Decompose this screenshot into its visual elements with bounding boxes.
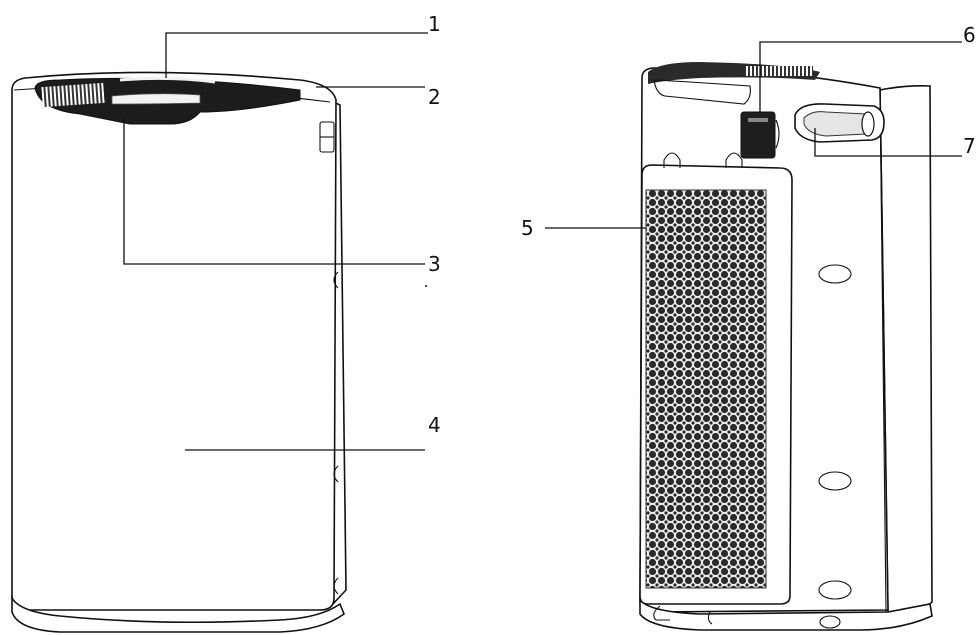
display-panel-icon (111, 93, 201, 105)
rear-base (639, 597, 933, 631)
rear-view-purifier (639, 62, 933, 631)
rear-foot-left (653, 605, 670, 621)
callout-label-3: 3 (428, 252, 441, 276)
handle-knob (861, 111, 875, 137)
callout-label-4: 4 (428, 413, 441, 437)
power-socket (740, 111, 776, 159)
front-main-body (11, 71, 337, 611)
callout-label-6: 6 (963, 23, 976, 47)
power-socket-bracket (775, 119, 780, 149)
callout-line-1 (165, 32, 428, 78)
rear-top-handle (653, 79, 751, 105)
filter-tab-left (663, 152, 681, 168)
rear-top-grille (745, 66, 813, 76)
rear-corner-edge (879, 89, 887, 613)
stray-dot (425, 285, 427, 287)
front-view-purifier (11, 71, 347, 633)
callout-label-1: 1 (428, 12, 441, 36)
callout-label-2: 2 (428, 85, 441, 109)
callout-line-3 (123, 118, 425, 265)
rear-port-2 (818, 471, 852, 491)
front-side-clip-2 (333, 465, 339, 483)
callout-line-6 (759, 41, 962, 112)
filter-tab-right (725, 152, 743, 168)
front-side-clip-3 (333, 577, 339, 595)
callout-label-5: 5 (521, 216, 534, 240)
front-top-highlight (119, 76, 216, 84)
callout-lines (123, 32, 962, 451)
front-vent-grille (41, 82, 105, 108)
rear-port-3 (818, 580, 852, 600)
front-base (11, 594, 345, 633)
filter-mesh-border (645, 189, 767, 589)
callout-labels: 1 2 3 4 5 6 7 (428, 12, 976, 437)
front-side-clip-1 (333, 271, 339, 289)
filter-mesh (646, 190, 766, 588)
rear-foot-mark (707, 611, 713, 625)
power-socket-slot (748, 118, 768, 122)
rear-port-1 (818, 264, 852, 284)
rear-side-panel (879, 85, 933, 616)
handle-inner (803, 111, 867, 137)
callout-label-7: 7 (963, 134, 976, 158)
callout-line-7 (814, 128, 962, 157)
rear-foot-port (819, 615, 841, 629)
